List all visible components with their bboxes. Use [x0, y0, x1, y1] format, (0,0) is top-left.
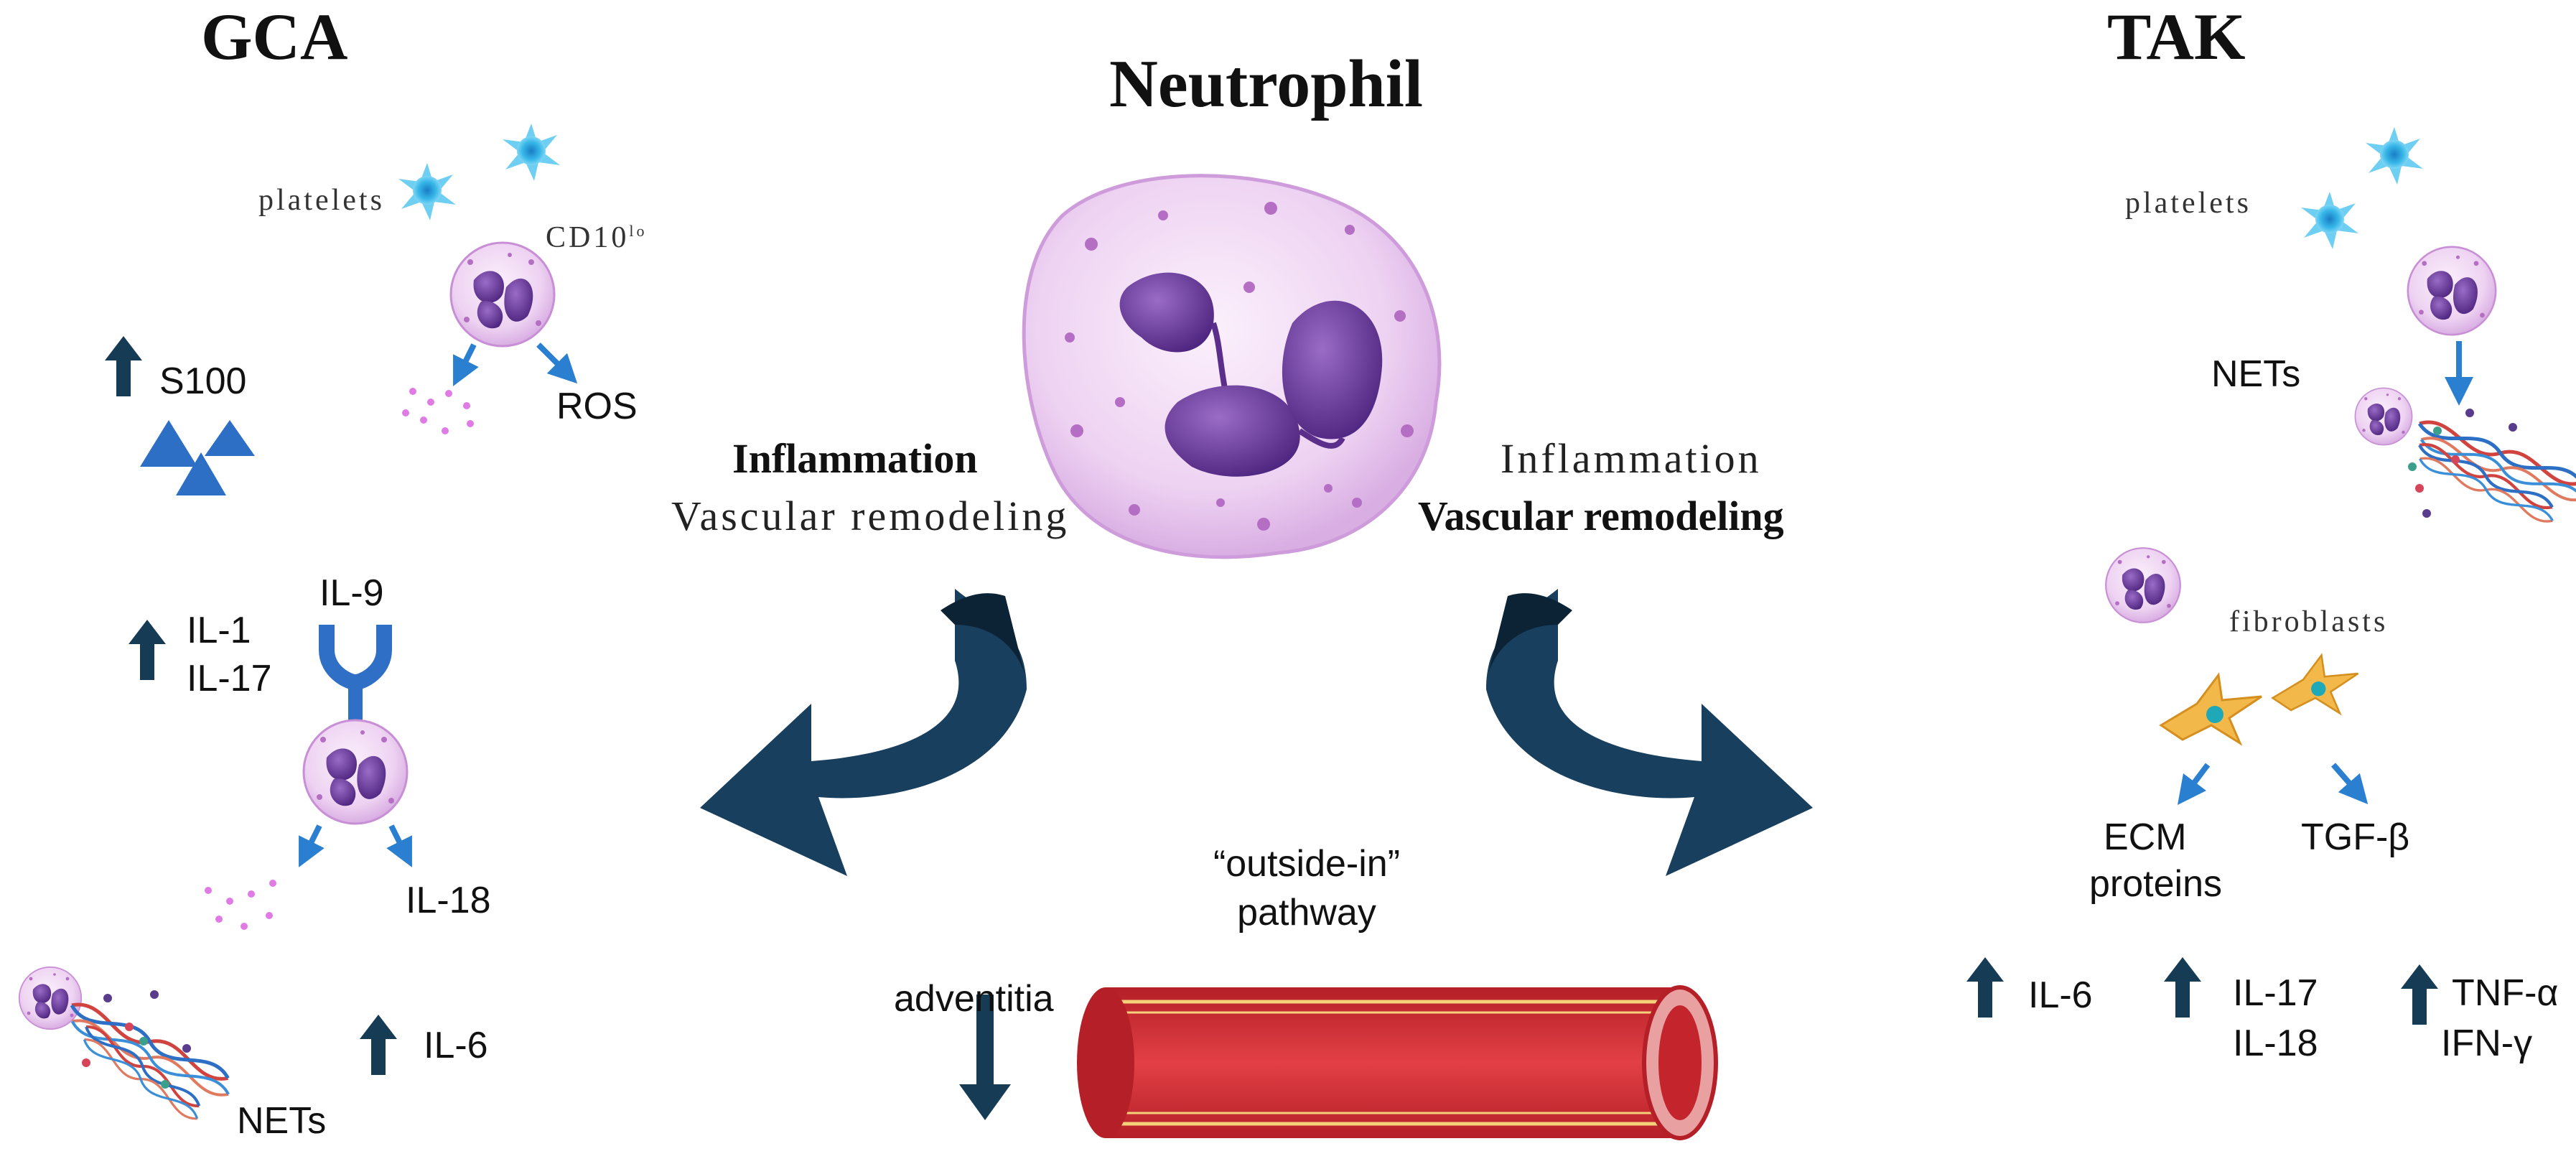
tak-platelets-label: platelets [2125, 187, 2251, 220]
tak-nets [2354, 387, 2576, 525]
left-inflammation-label: Inflammation [732, 435, 978, 482]
central-neutrophil [1022, 174, 1442, 559]
gca-cd10-sup: lo [629, 222, 648, 240]
gca-il6-up-arrow [360, 1015, 397, 1075]
neutrophil-title: Neutrophil [1109, 47, 1423, 121]
gca-il1-label: IL-1 [187, 610, 251, 651]
gca-ros-arrows [453, 343, 578, 386]
gca-ros-label: ROS [556, 386, 638, 427]
tak-il18-label: IL-18 [2233, 1023, 2318, 1064]
tak-il17-label: IL-17 [2233, 972, 2318, 1014]
gca-platelets-label: platelets [258, 184, 385, 217]
adventitia-arrow [959, 995, 1011, 1120]
gca-il1-up-arrow [129, 620, 166, 680]
gca-cd10-neutrophil [449, 241, 556, 348]
tak-fibroblasts [2160, 654, 2359, 745]
gca-platelets [398, 124, 560, 220]
tak-tnfa-up-arrow [2401, 964, 2438, 1025]
right-remodeling-label: Vascular remodeling [1418, 493, 1784, 539]
adventitia-label: adventitia [894, 978, 1054, 1020]
gca-il9-label: IL-9 [319, 572, 384, 614]
tak-tgfb-label: TGF-β [2301, 816, 2410, 858]
tak-neutrophil-mid [2105, 547, 2181, 623]
tak-tnfa-label: TNF-α [2452, 972, 2559, 1014]
gca-cd10-label: CD10lo [546, 223, 647, 253]
tak-il17-up-arrow [2164, 957, 2201, 1018]
gca-granules-1 [402, 388, 474, 434]
gca-title: GCA [201, 0, 348, 73]
tak-platelets [2301, 127, 2423, 249]
tak-il6-label: IL-6 [2028, 974, 2093, 1016]
gca-granules-2 [205, 880, 276, 930]
gca-s100-up-arrow [105, 336, 142, 396]
tak-il6-up-arrow [1966, 957, 2004, 1018]
gca-il18-label: IL-18 [406, 880, 491, 921]
gca-il9-receptor [319, 625, 392, 722]
gca-il9-neutrophil [302, 719, 409, 825]
pathway-label: “outside-in” pathway [1213, 843, 1401, 933]
gca-nets [18, 966, 237, 1123]
left-curved-arrow [700, 589, 1027, 876]
right-curved-arrow [1486, 589, 1813, 876]
tak-ifng-label: IFN-γ [2441, 1023, 2533, 1064]
gca-s100-triangles [140, 420, 255, 495]
tak-fibroblasts-label: fibroblasts [2229, 605, 2389, 638]
tak-nets-label: NETs [2211, 353, 2301, 395]
blood-vessel [1077, 985, 1718, 1140]
tak-fibroblast-arrows [2178, 763, 2369, 805]
right-inflammation-label: Inflammation [1501, 435, 1762, 482]
tak-title: TAK [2107, 0, 2246, 73]
tak-neutrophil-top [2407, 246, 2497, 336]
gca-il6-label: IL-6 [424, 1025, 488, 1066]
tak-ecm-label-2: proteins [2089, 863, 2222, 905]
left-remodeling-label: Vascular remodeling [671, 493, 1070, 539]
gca-nets-label: NETs [237, 1100, 327, 1142]
gca-cd10-text: CD10 [546, 221, 630, 254]
gca-s100-label: S100 [159, 360, 247, 402]
gca-il17-label: IL-17 [187, 658, 272, 699]
tak-ecm-label-1: ECM [2104, 816, 2187, 858]
gca-il18-arrows [299, 824, 412, 867]
